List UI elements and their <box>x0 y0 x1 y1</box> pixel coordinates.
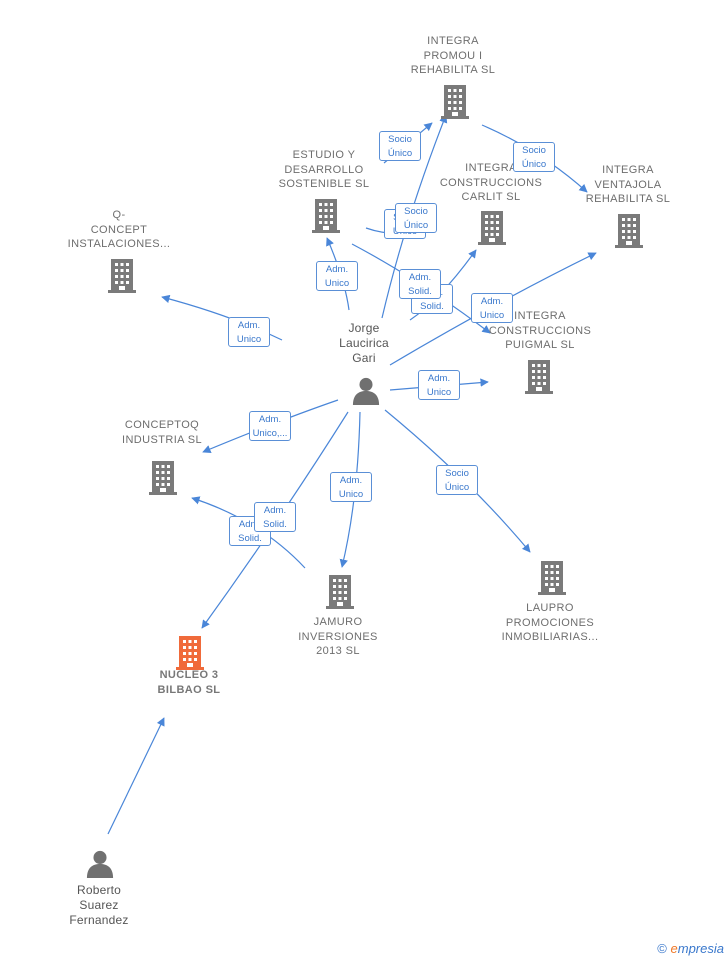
node-label-nucleo[interactable]: NUCLEO 3 BILBAO SL <box>157 669 221 696</box>
edge-line-4 <box>161 294 283 341</box>
edge-label-5[interactable]: Socio Único <box>395 203 437 233</box>
node-label-integra-carlit[interactable]: INTEGRA CONSTRUCCIONS CARLIT SL <box>439 162 543 203</box>
building-icon[interactable] <box>149 461 177 495</box>
edge-label-0[interactable]: Socio Único <box>379 131 421 161</box>
node-label-roberto[interactable]: Roberto Suarez Fernandez <box>69 883 129 927</box>
edge-label-9[interactable]: Adm. Unico <box>418 370 460 400</box>
building-icon[interactable] <box>108 259 136 293</box>
node-label-integra-ventajola[interactable]: INTEGRA VENTAJOLA REHABILITA SL <box>585 164 671 205</box>
node-label-integra-promou[interactable]: INTEGRA PROMOU I REHABILITA SL <box>410 35 496 76</box>
edge-label-4[interactable]: Adm. Unico <box>228 317 270 347</box>
building-icon[interactable] <box>326 575 354 609</box>
edge-label-3[interactable]: Adm. Unico <box>316 261 358 291</box>
edge-label-1[interactable]: Socio Único <box>513 142 555 172</box>
node-label-qconcept[interactable]: Q- CONCEPT INSTALACIONES... <box>67 209 171 250</box>
person-icon[interactable] <box>352 377 380 405</box>
edge-label-8[interactable]: Adm. Solid. <box>399 269 441 299</box>
building-icon[interactable] <box>538 561 566 595</box>
edge-line-15 <box>107 717 165 835</box>
node-label-jorge[interactable]: Jorge Laucirica Gari <box>339 321 389 365</box>
building-icon[interactable] <box>478 211 506 245</box>
copyright-symbol: © <box>657 941 667 956</box>
building-icon[interactable] <box>312 199 340 233</box>
node-label-estudio[interactable]: ESTUDIO Y DESARROLLO SOSTENIBLE SL <box>278 149 370 190</box>
node-label-laupro[interactable]: LAUPRO PROMOCIONES INMOBILIARIAS... <box>501 602 599 643</box>
edge-label-10[interactable]: Adm. Unico,... <box>249 411 291 441</box>
brand-first-letter: e <box>670 941 678 956</box>
brand-rest: mpresia <box>677 941 724 956</box>
footer: © empresia <box>657 941 724 956</box>
node-label-conceptoq[interactable]: CONCEPTOQ INDUSTRIA SL <box>122 419 202 446</box>
node-label-jamuro[interactable]: JAMURO INVERSIONES 2013 SL <box>298 616 378 657</box>
building-icon[interactable] <box>176 636 204 670</box>
building-icon[interactable] <box>525 360 553 394</box>
edge-label-7[interactable]: Adm. Unico <box>471 293 513 323</box>
edge-label-12[interactable]: Socio Único <box>436 465 478 495</box>
edge-label-14[interactable]: Adm. Solid. <box>254 502 296 532</box>
edge-label-11[interactable]: Adm. Unico <box>330 472 372 502</box>
building-icon[interactable] <box>441 85 469 119</box>
building-icon[interactable] <box>615 214 643 248</box>
brand-logo[interactable]: empresia <box>671 941 724 956</box>
person-icon[interactable] <box>86 850 114 878</box>
node-label-integra-puigmal[interactable]: INTEGRA CONSTRUCCIONS PUIGMAL SL <box>488 310 592 351</box>
